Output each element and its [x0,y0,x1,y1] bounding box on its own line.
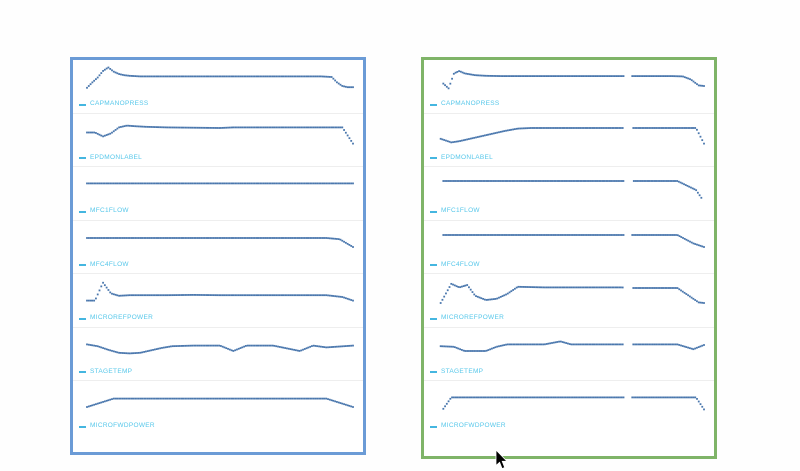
legend-dash-icon [430,371,437,373]
legend-dash-icon [430,103,437,106]
legend-dash-icon [430,425,437,428]
sparkline-legend[interactable]: MFC4FLOW [79,259,129,271]
sparkline-plot [424,60,714,100]
legend-dash-icon [430,264,437,266]
sparkline-plot [73,381,363,421]
sparkline-legend-label: STAGETEMP [90,367,133,375]
sparkline-row[interactable]: MFC4FLOW [73,220,363,274]
legend-dash-icon [79,425,86,428]
sparkline-legend-label: MFC4FLOW [90,260,129,268]
left-panel-rows: CAPMANOPRESS EPDMONLABEL MFC1FLOW MFC4FLOW M… [73,60,363,452]
sparkline-legend-label: MFC1FLOW [441,207,480,215]
sparkline-row[interactable]: MICROREFPOWER [73,274,363,328]
sparkline-plot [424,381,714,421]
sparkline-legend-label: CAPMANOPRESS [90,100,149,108]
sparkline-legend[interactable]: STAGETEMP [430,366,483,378]
legend-dash-icon [79,371,86,373]
sparkline-legend-label: MICROREFPOWER [441,314,505,322]
legend-dash-icon [79,157,86,159]
legend-dash-icon [79,103,86,106]
sparkline-legend[interactable]: EPDMONLABEL [430,152,493,164]
sparkline-plot [424,167,714,207]
sparkline-row[interactable]: EPDMONLABEL [73,113,363,167]
sparkline-plot [73,274,363,314]
sparkline-row[interactable]: MICROREFPOWER [424,274,714,328]
legend-dash-icon [79,317,86,320]
sparkline-legend[interactable]: MFC1FLOW [430,206,480,218]
sparkline-row[interactable]: CAPMANOPRESS [73,60,363,114]
sparkline-legend-label: STAGETEMP [441,367,484,375]
legend-dash-icon [79,210,86,213]
sparkline-plot [73,60,363,100]
sparkline-legend-label: EPDMONLABEL [441,153,494,161]
sparkline-legend-label: MFC1FLOW [90,207,129,215]
sparkline-row[interactable]: STAGETEMP [73,327,363,381]
sparkline-plot [73,328,363,368]
sparkline-plot [424,114,714,154]
sparkline-plot [424,328,714,368]
legend-dash-icon [430,210,437,213]
sparkline-row[interactable]: MFC4FLOW [424,220,714,274]
sparkline-legend[interactable]: MICROREFPOWER [79,313,153,325]
sparkline-row[interactable]: STAGETEMP [424,327,714,381]
sparkline-legend-label: MICROFWDPOWER [441,422,506,430]
legend-dash-icon [430,157,437,159]
right-panel[interactable]: CAPMANOPRESS EPDMONLABEL MFC1FLOW MFC4FLOW M… [421,57,717,459]
sparkline-legend-label: MFC4FLOW [441,260,480,268]
sparkline-legend[interactable]: STAGETEMP [79,366,132,378]
sparkline-legend[interactable]: MICROREFPOWER [430,313,504,325]
sparkline-plot [73,114,363,154]
sparkline-legend[interactable]: MFC1FLOW [79,206,129,218]
sparkline-legend[interactable]: MICROFWDPOWER [79,421,155,433]
sparkline-row[interactable]: MICROFWDPOWER [73,381,363,435]
legend-dash-icon [79,264,86,266]
sparkline-legend[interactable]: MICROFWDPOWER [430,421,506,433]
sparkline-legend-label: EPDMONLABEL [90,153,143,161]
sparkline-row[interactable]: CAPMANOPRESS [424,60,714,114]
sparkline-row[interactable]: MICROFWDPOWER [424,381,714,435]
sparkline-row[interactable]: MFC1FLOW [424,167,714,221]
sparkline-row[interactable]: EPDMONLABEL [424,113,714,167]
sparkline-legend-label: MICROFWDPOWER [90,422,155,430]
sparkline-legend[interactable]: CAPMANOPRESS [430,99,500,111]
sparkline-plot [424,221,714,261]
right-panel-rows: CAPMANOPRESS EPDMONLABEL MFC1FLOW MFC4FLOW M… [424,60,714,456]
sparkline-legend[interactable]: MFC4FLOW [430,259,480,271]
sparkline-legend[interactable]: EPDMONLABEL [79,152,142,164]
sparkline-plot [424,274,714,314]
sparkline-legend-label: CAPMANOPRESS [441,100,500,108]
sparkline-row[interactable]: MFC1FLOW [73,167,363,221]
sparkline-plot [73,221,363,261]
sparkline-legend-label: MICROREFPOWER [90,314,154,322]
left-panel[interactable]: CAPMANOPRESS EPDMONLABEL MFC1FLOW MFC4FLOW M… [70,57,366,455]
legend-dash-icon [430,317,437,320]
sparkline-plot [73,167,363,207]
sparkline-legend[interactable]: CAPMANOPRESS [79,99,149,111]
